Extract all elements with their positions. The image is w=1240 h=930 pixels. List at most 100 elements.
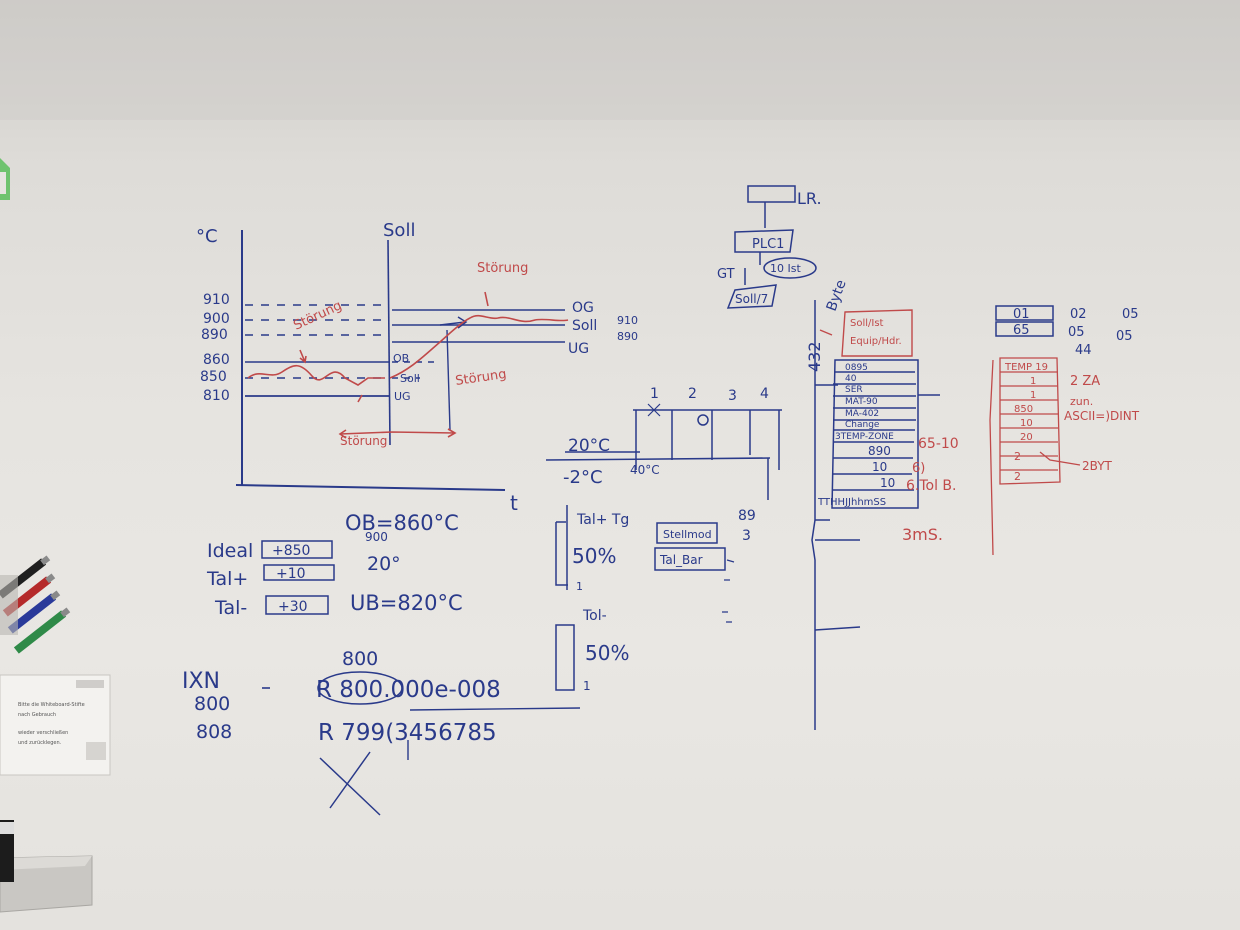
notice-line-0: Bitte die Whiteboard-Stifte (18, 702, 85, 708)
rt-stack-1: 1 (1030, 376, 1036, 387)
plc-tree (726, 185, 817, 309)
notice-line-2: wieder verschließen (18, 730, 68, 736)
right-stack (989, 357, 1081, 556)
r800-line: R 800.000e-008 (316, 677, 501, 703)
rt-stack-3: 850 (1014, 404, 1033, 415)
twenty-deg: 20° (367, 553, 401, 575)
grid-temp-minus2: -2°C (563, 467, 603, 488)
exit-sign-fragment (0, 158, 10, 200)
grid-col-2: 2 (688, 386, 697, 402)
label-ug-mid: UG (394, 390, 411, 403)
zone-grid (545, 403, 782, 500)
rt-stack-7: 2 (1014, 470, 1021, 483)
stoerung-1: Störung (291, 298, 344, 333)
small-900: 900 (365, 530, 388, 544)
marker-green (13, 607, 71, 654)
pen-tray (0, 820, 93, 913)
stack-side-byte: Byte (824, 278, 850, 314)
percent-bars: Tal+ Tg 50% 1 Tol- 50% 1 (555, 505, 629, 693)
stellmod-label: Stellmod (663, 528, 712, 541)
param-ideal-value: +850 (272, 543, 310, 559)
one-b: 1 (583, 679, 591, 693)
stack-bottom-note: 3mS. (902, 525, 943, 544)
param-talplus-label: Tal+ (206, 568, 248, 590)
byte-stack-labels: 432 Byte Soll/Ist Equip/Hdr. 0895 40 SER… (805, 278, 959, 544)
tol-minus: Tol- (582, 608, 607, 624)
value-910: 910 (617, 314, 638, 327)
measured-curve (247, 291, 569, 439)
rt-note-2: ASCII=)DINT (1064, 409, 1140, 423)
temperature-chart (235, 230, 565, 491)
marker-holder (0, 555, 71, 654)
stack-row-8: 10 (872, 460, 887, 474)
notice-line-3: und zurücklegen. (18, 740, 62, 746)
rt-r2-c2: 05 (1068, 325, 1085, 340)
tree-soll-label: Soll/7 (735, 292, 768, 306)
grid-col-4: 4 (760, 386, 769, 402)
rt-stack-6: 2 (1014, 450, 1021, 463)
label-soll-right: Soll (572, 318, 597, 334)
n800-a: 800 (194, 693, 230, 715)
parameter-block: Ideal +850 Tal+ +10 Tal- +30 OB=860°C UB… (206, 511, 463, 619)
notice-line-1: nach Gebrauch (18, 712, 56, 718)
notice-sheet: Bitte die Whiteboard-Stifte nach Gebrauc… (0, 674, 111, 776)
tal-bar-label: Tal_Bar (659, 553, 703, 567)
stoerung-3: Störung (454, 367, 507, 389)
ytick-900: 900 (203, 311, 230, 327)
ytick-910: 910 (203, 292, 230, 308)
stack-row-6: 3TEMP-ZONE (835, 432, 894, 442)
param-talminus-label: Tal- (214, 597, 247, 619)
calculation-block: IXN 800 808 800 R 800.000e-008 R 799(345… (182, 648, 581, 816)
x-axis-label: t (510, 491, 518, 515)
one-a: 1 (576, 580, 583, 593)
stack-row-2: SER (845, 385, 863, 395)
rt-stack-4: 10 (1020, 418, 1033, 429)
label-ug: UG (568, 341, 589, 357)
rt-note-0: 2 ZA (1070, 374, 1100, 389)
stack-header: Soll/Ist (850, 318, 884, 329)
label-og: OG (572, 300, 594, 316)
stack-row-7: 890 (868, 444, 891, 458)
rt-stack-0: TEMP 19 (1004, 362, 1048, 373)
small-boxes: Stellmod Tal_Bar 89 3 (654, 508, 756, 623)
param-ideal-label: Ideal (207, 540, 253, 562)
stack-note-2: 6) (912, 461, 925, 476)
pct-50-a: 50% (572, 544, 616, 568)
right-table-labels: 01 02 05 65 05 05 44 TEMP 19 1 1 850 10 … (1004, 307, 1140, 483)
ytick-850: 850 (200, 369, 227, 385)
stack-note-1: 65-10 (918, 436, 959, 452)
rt-note-1: zun. (1070, 395, 1093, 408)
param-talplus-value: +10 (276, 566, 306, 582)
tree-gt-label: GT (717, 267, 735, 282)
rt-r2-c3: 05 (1116, 329, 1133, 344)
stack-row-5: Change (845, 420, 880, 430)
stack-header-2: Equip/Hdr. (850, 336, 902, 347)
grid-temp-40: 40°C (630, 463, 660, 477)
n89-label: 89 (738, 508, 756, 524)
n800-b: 808 (196, 721, 232, 743)
rt-stack-2: 1 (1030, 390, 1036, 401)
rt-r1-c1: 01 (1013, 307, 1030, 322)
stack-row-1: 40 (845, 374, 857, 384)
rt-r2-c1: 65 (1013, 323, 1030, 338)
stoerung-2: Störung (477, 261, 528, 276)
stack-row-4: MA-402 (845, 409, 879, 419)
grid-temp-20: 20°C (568, 436, 610, 456)
rt-44: 44 (1075, 343, 1092, 358)
plc-tree-labels: LR. PLC1 GT 10 Ist Soll/7 (717, 189, 822, 306)
stack-row-10: TTHHJJhhmSS (817, 497, 886, 508)
right-table (995, 305, 1054, 337)
stoerung-4: Störung (340, 434, 387, 448)
y-unit-label: °C (196, 226, 218, 247)
ytick-890: 890 (201, 327, 228, 343)
soll-column-label: Soll (383, 220, 415, 241)
label-ob-mid: OB (393, 352, 409, 365)
ixn-label: IXN (182, 669, 220, 694)
zone-grid-labels: 1 2 3 4 20°C -2°C 40°C (563, 386, 769, 488)
tree-plc-label: PLC1 (752, 237, 784, 252)
ob-value: OB=860°C (345, 511, 459, 535)
pct-50-b: 50% (585, 641, 629, 665)
tree-top-label: LR. (797, 189, 822, 208)
n3-label: 3 (742, 528, 751, 544)
